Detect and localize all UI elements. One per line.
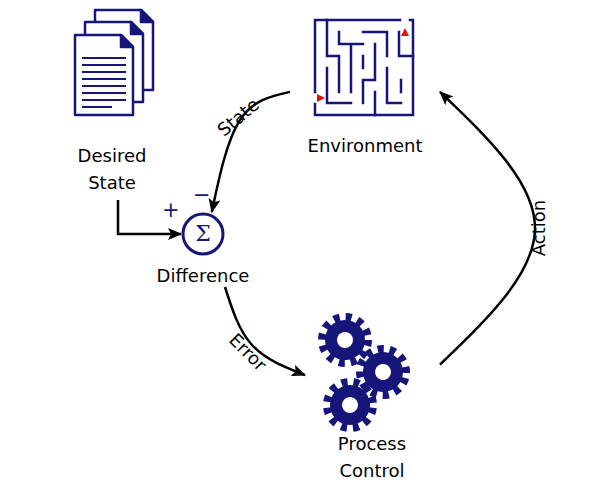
maze-start-marker <box>317 94 325 102</box>
edge-label: Action <box>528 200 549 256</box>
gear-hole <box>341 396 359 414</box>
text-lines <box>82 58 126 107</box>
page-fold <box>131 22 143 34</box>
page-fold <box>121 35 133 47</box>
gear-teeth <box>324 379 375 430</box>
maze-border <box>315 20 413 115</box>
flow-arrow <box>440 92 535 365</box>
environment-node: Environment <box>290 15 440 160</box>
sum-symbol: Σ <box>181 212 225 256</box>
gear-hole <box>373 362 393 382</box>
sign-label: − <box>193 183 211 207</box>
summing-junction: ΣDifference <box>181 212 225 287</box>
document-page <box>75 35 133 115</box>
page-fold <box>141 10 153 22</box>
gears-icon <box>322 317 411 431</box>
flow-arrow <box>225 287 305 375</box>
gear <box>324 379 375 430</box>
maze-walls <box>327 20 413 115</box>
sign-label: + <box>162 198 180 222</box>
gear-teeth <box>322 317 368 363</box>
node-label: Process Control <box>312 430 432 484</box>
node-label: Desired State <box>62 142 162 196</box>
gear-hole <box>337 332 353 348</box>
maze-icon <box>315 20 413 115</box>
flow-arrow <box>212 92 290 212</box>
edge-label: Error <box>225 329 271 375</box>
gear <box>322 317 368 363</box>
reference-node: Desired State <box>62 5 162 200</box>
edge-label: State <box>213 94 263 141</box>
node-label: Environment <box>290 133 440 159</box>
document-stack-icon <box>75 10 153 115</box>
maze-exit-marker <box>401 28 409 36</box>
controller-node: Process Control <box>305 310 440 486</box>
node-label: Difference <box>141 263 265 289</box>
